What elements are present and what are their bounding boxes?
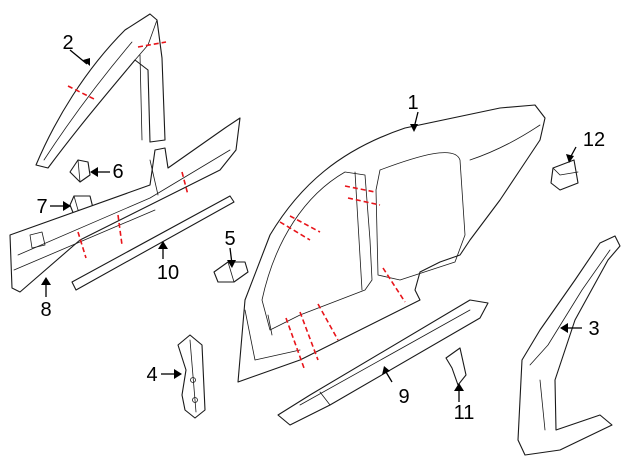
callout-8: 8 [40,299,51,321]
callout-7: 7 [36,196,47,218]
part-5-bracket [213,261,249,283]
cut-line [285,317,305,369]
part-10-rail-strip [71,195,235,291]
part-11-bracket [445,347,467,386]
cut-line [347,197,381,206]
callout-labels: 1 2 3 4 5 6 7 8 9 10 11 12 [36,32,605,424]
callout-3: 3 [588,318,599,340]
cut-line [382,267,406,303]
leader-lines [41,49,582,402]
callout-4: 4 [146,364,157,386]
cut-line [67,85,97,101]
part-4-b-pillar-bracket [177,334,206,419]
callout-5: 5 [224,228,235,250]
cut-line [117,214,123,246]
part-6-bracket [69,159,91,183]
part-2-a-pillar-upper [35,13,166,169]
cut-lines [67,41,406,369]
callout-6: 6 [112,161,123,183]
cut-line [279,221,311,241]
callout-2: 2 [62,32,73,54]
callout-12: 12 [583,129,605,151]
part-9-outer-rocker [277,299,489,426]
cut-line [289,215,321,233]
callout-9: 9 [398,386,409,408]
part-8-inner-rocker [9,117,241,293]
cut-line [77,231,87,259]
cut-line [344,185,376,193]
part-3-rear-pillar [517,235,621,456]
part-12-bracket [550,159,579,191]
part-1-body-side-panel [237,104,546,383]
cut-line [137,41,167,48]
callout-11: 11 [454,402,475,424]
callout-10: 10 [157,262,179,284]
cut-line [181,171,189,196]
callout-1: 1 [407,92,418,114]
cut-line [317,303,339,341]
cut-line [299,311,319,361]
